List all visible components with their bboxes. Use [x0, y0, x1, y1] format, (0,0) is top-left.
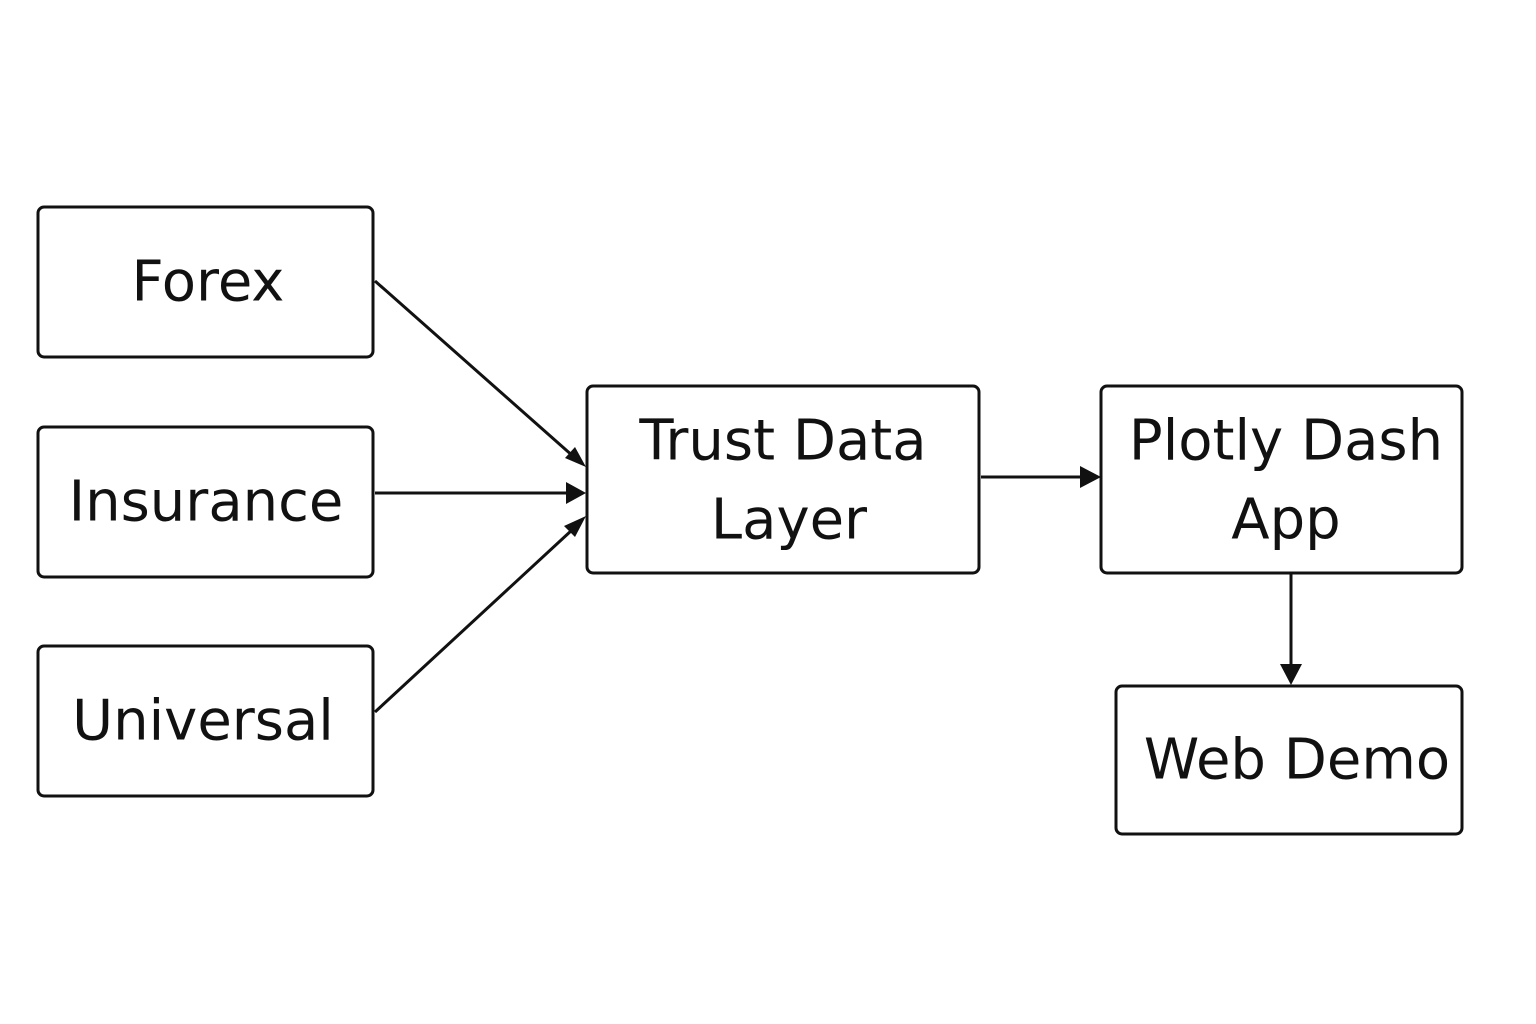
node-label: Universal	[72, 689, 334, 754]
node-label: Insurance	[69, 470, 344, 535]
node-universal: Universal	[36, 644, 375, 798]
node-insurance: Insurance	[36, 425, 375, 579]
arrow-head-icon	[566, 482, 586, 504]
arrow-head-icon	[1280, 664, 1302, 685]
node-label-line-1: Trust Data	[638, 409, 926, 474]
node-label-line-2: App	[1231, 488, 1340, 553]
node-label-line-2: Layer	[711, 488, 868, 553]
node-web-demo: Web Demo	[1114, 684, 1464, 836]
arrow-head-icon	[565, 447, 586, 467]
node-label: Web Demo	[1144, 728, 1450, 793]
node-label: Forex	[132, 250, 285, 315]
edge-universal-to-trust	[373, 516, 586, 714]
node-trust-data-layer: Trust Data Layer	[585, 384, 981, 575]
node-label-line-1: Plotly Dash	[1129, 409, 1443, 474]
edge-forex-to-trust	[374, 279, 586, 467]
arrow-head-icon	[1080, 466, 1101, 488]
edge-plotly-to-web	[1280, 574, 1302, 685]
node-plotly-dash-app: Plotly Dash App	[1099, 384, 1464, 575]
edge-trust-to-plotly	[981, 466, 1101, 488]
arrow-head-icon	[564, 516, 586, 537]
nodes-layer: Forex Insurance Universal Trust Data Lay…	[36, 205, 1464, 836]
node-forex: Forex	[36, 205, 375, 359]
edges-layer	[373, 279, 1302, 714]
edge-insurance-to-trust	[375, 482, 586, 504]
